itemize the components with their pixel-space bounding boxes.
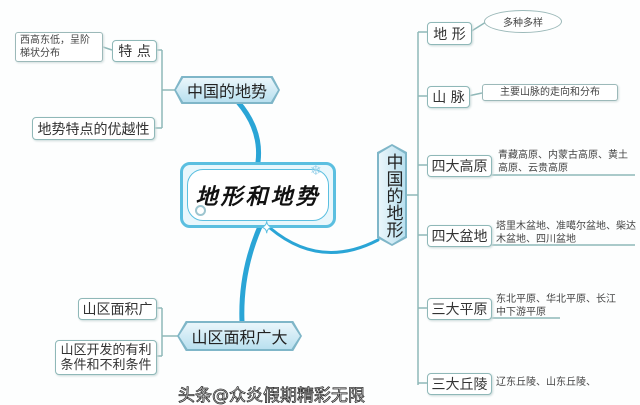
note-text: 辽东丘陵、山东丘陵、 — [496, 377, 596, 388]
note-text: 多种多样 — [503, 18, 543, 29]
mountains-note: 主要山脉的走向和分布 — [482, 84, 618, 101]
node-advantage[interactable]: 地势特点的优越性 — [32, 117, 155, 140]
feature-note: 西高东低，呈阶梯状分布 — [15, 32, 103, 62]
central-topic-inner: 地形和地势 — [187, 169, 329, 221]
central-topic-title: 地形和地势 — [195, 184, 321, 210]
snowflake-icon: ❄ — [310, 163, 322, 179]
node-mountain-area-large[interactable]: 山区面积广 — [78, 298, 157, 320]
basins-note: 塔里木盆地、准噶尔盆地、柴达木盆地、四川盆地 — [496, 220, 638, 246]
node-china-landform[interactable]: 中国的地形 — [379, 146, 405, 244]
node-label: 四大高原 — [431, 159, 488, 175]
node-label: 山区开发的有利条件和不利条件 — [60, 342, 152, 373]
node-label: 四大盆地 — [431, 229, 488, 245]
star-icon: ✦ — [259, 218, 274, 238]
note-text: 东北平原、华北平原、长江中下游平原 — [496, 294, 616, 318]
node-label: 地势特点的优越性 — [37, 121, 150, 138]
node-mountains[interactable]: 山 脉 — [427, 86, 470, 108]
landform-note-cloud: 多种多样 — [484, 10, 562, 33]
watermark: 头条@众炎假期精彩无限 — [178, 386, 366, 405]
hills-note: 辽东丘陵、山东丘陵、 — [496, 376, 596, 389]
note-text: 青藏高原、内蒙古高原、黄土高原、云贵高原 — [498, 150, 628, 174]
node-landform[interactable]: 地 形 — [427, 22, 472, 45]
plateaus-note: 青藏高原、内蒙古高原、黄土高原、云贵高原 — [498, 149, 634, 175]
node-plains[interactable]: 三大平原 — [427, 298, 492, 320]
node-feature[interactable]: 特 点 — [112, 40, 157, 62]
node-label: 山 脉 — [432, 90, 465, 106]
feature-note-text: 西高东低，呈阶梯状分布 — [20, 35, 90, 59]
node-mountain-development[interactable]: 山区开发的有利条件和不利条件 — [55, 340, 157, 375]
node-mountain-area[interactable]: 山区面积广大 — [179, 323, 300, 349]
node-label: 山区面积广大 — [191, 328, 288, 347]
node-label: 地 形 — [433, 26, 466, 43]
plains-note: 东北平原、华北平原、长江中下游平原 — [496, 293, 616, 319]
node-terrain-elevation[interactable]: 中国的地势 — [176, 78, 278, 102]
central-topic[interactable]: 地形和地势 — [180, 162, 336, 228]
node-label: 三大丘陵 — [431, 377, 488, 393]
node-label: 山区面积广 — [82, 302, 153, 318]
node-label: 中国的地势 — [186, 82, 267, 101]
node-label: 三大平原 — [431, 302, 488, 318]
circle-decoration-icon — [195, 205, 206, 216]
node-hills[interactable]: 三大丘陵 — [427, 373, 492, 395]
node-label: 中国的地形 — [382, 152, 403, 238]
node-label: 特 点 — [118, 44, 151, 60]
note-text: 塔里木盆地、准噶尔盆地、柴达木盆地、四川盆地 — [496, 221, 636, 245]
node-plateaus[interactable]: 四大高原 — [427, 155, 492, 177]
note-text: 主要山脉的走向和分布 — [500, 87, 600, 98]
node-basins[interactable]: 四大盆地 — [427, 225, 492, 247]
